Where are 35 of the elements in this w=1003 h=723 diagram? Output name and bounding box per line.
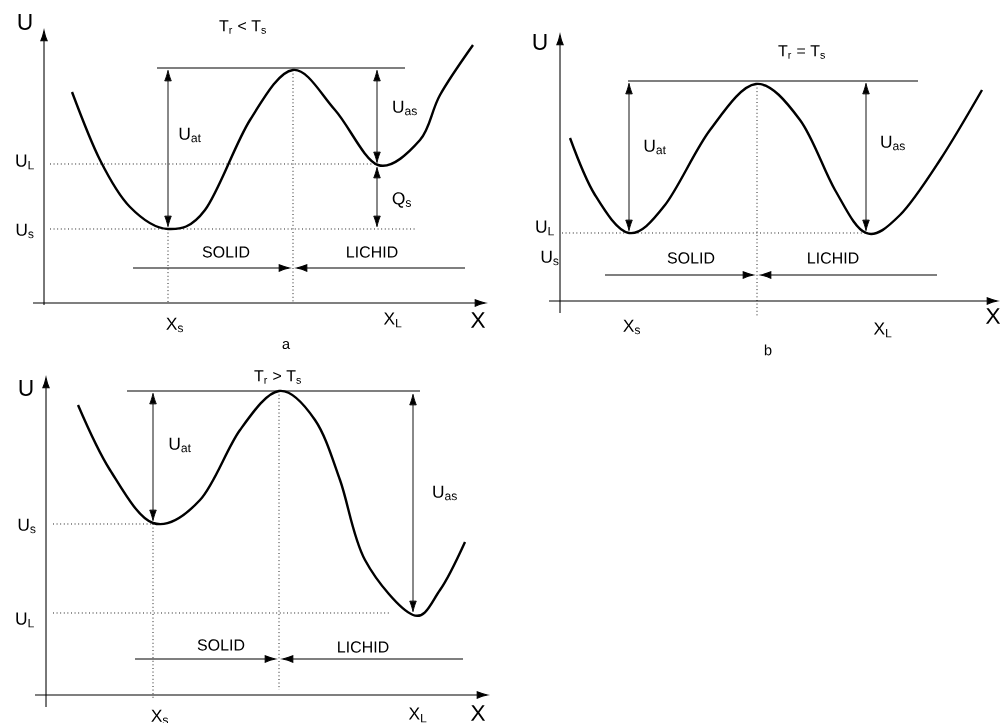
- energy-label: U$_{at}$: [179, 127, 201, 143]
- energy-label: U$_{L}$: [16, 612, 34, 628]
- phase-label: SOLID: [667, 252, 715, 264]
- energy-label: U$_{at}$: [169, 437, 191, 453]
- axis-label: U: [533, 34, 547, 50]
- phase-label: LICHID: [347, 246, 398, 258]
- coordinate-label: X$_{L}$: [383, 312, 402, 328]
- phase-label: LICHID: [808, 252, 859, 264]
- phase-label: SOLID: [202, 246, 250, 258]
- axis-label: U: [18, 14, 32, 30]
- energy-label: U$_{as}$: [433, 485, 457, 501]
- energy-label: U$_{as}$: [881, 135, 905, 151]
- energy-label: U$_{as}$: [393, 100, 417, 116]
- coordinate-label: X$_{L}$: [408, 707, 427, 723]
- panel-label: a: [282, 341, 291, 349]
- energy-label: U$_{L}$: [16, 154, 34, 170]
- energy-label: Q$_{s}$: [392, 192, 411, 208]
- axis-label: U: [19, 380, 33, 396]
- panel-label: b: [764, 344, 772, 356]
- axis-label: X: [470, 705, 486, 721]
- coordinate-label: X$_{s}$: [166, 317, 184, 333]
- phase-label: SOLID: [197, 639, 245, 651]
- energy-label: U$_{s}$: [541, 250, 559, 266]
- energy-label: U$_{s}$: [16, 223, 34, 239]
- condition-label: T$_{r}$ = T$_{s}$: [778, 45, 825, 59]
- energy-label: U$_{s}$: [18, 518, 36, 534]
- phase-label: LICHID: [338, 641, 389, 653]
- axis-label: X: [985, 308, 1001, 324]
- coordinate-label: X$_{s}$: [623, 319, 641, 335]
- condition-label: T$_{r}$ > T$_{s}$: [254, 370, 301, 384]
- axis-label: X: [470, 312, 486, 328]
- condition-label: T$_{r}$ < T$_{s}$: [219, 20, 266, 34]
- energy-label: U$_{at}$: [644, 139, 666, 155]
- coordinate-label: X$_{L}$: [873, 322, 892, 338]
- energy-label: U$_{L}$: [536, 220, 554, 236]
